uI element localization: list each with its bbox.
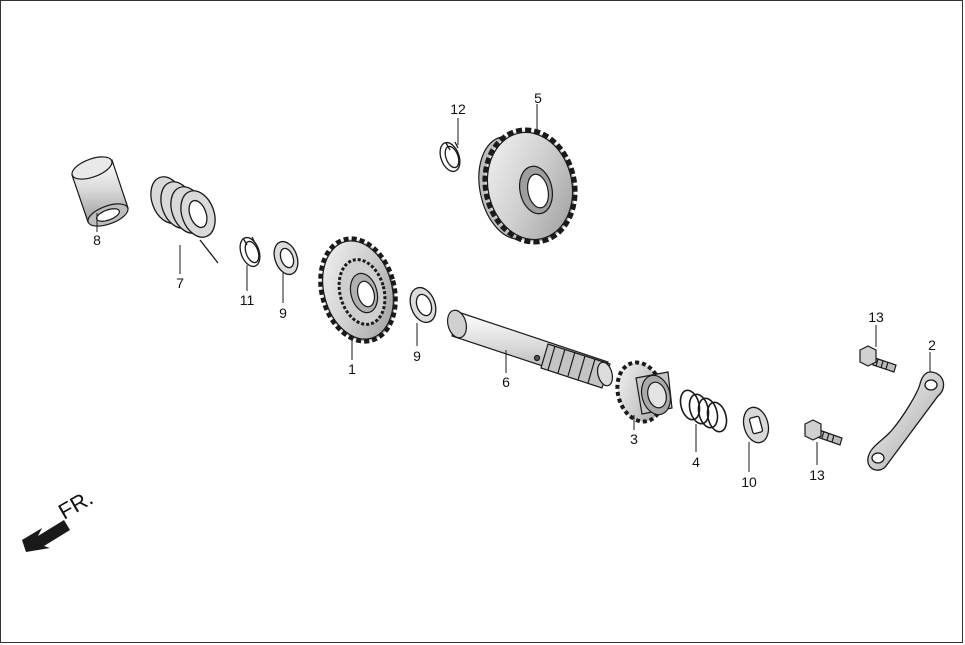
- callout-3: 3: [630, 431, 638, 447]
- part-10-washer: [742, 406, 770, 444]
- callout-5: 5: [534, 90, 542, 106]
- callout-13-lower: 13: [809, 467, 825, 483]
- part-13-bolt-lower: [804, 419, 843, 446]
- part-1-kick-gear: [318, 236, 398, 344]
- callout-9-lower: 9: [413, 348, 421, 364]
- leader-lines: [96, 104, 931, 472]
- callout-9-upper: 9: [279, 305, 287, 321]
- callout-10: 10: [741, 474, 757, 490]
- part-7-spring: [150, 176, 219, 264]
- callout-8: 8: [93, 232, 101, 248]
- callout-labels: 1 2 3 4 5 6 7 8 9 9 10 11 12 13 13: [93, 90, 936, 490]
- callout-6: 6: [502, 374, 510, 390]
- part-9-washer-a: [273, 240, 299, 276]
- part-3-ratchet: [615, 360, 673, 424]
- part-6-spindle: [446, 309, 614, 389]
- part-4-ratchet-spring: [679, 389, 728, 433]
- front-direction-label: FR.: [54, 485, 97, 524]
- part-9-washer-b: [409, 286, 437, 324]
- part-5-idle-gear: [478, 127, 578, 245]
- callout-7: 7: [176, 275, 184, 291]
- callout-12: 12: [450, 101, 466, 117]
- callout-4: 4: [692, 454, 700, 470]
- part-2-stopper-plate: [867, 371, 945, 471]
- callout-11: 11: [240, 292, 255, 308]
- part-8-sleeve: [71, 156, 129, 227]
- part-12-circlip: [439, 141, 461, 173]
- front-direction-arrow: FR.: [22, 485, 97, 552]
- part-13-bolt-upper: [859, 345, 897, 373]
- callout-13-upper: 13: [868, 309, 884, 325]
- part-11-circlip: [239, 236, 261, 268]
- callout-2: 2: [928, 337, 936, 353]
- callout-1: 1: [348, 361, 356, 377]
